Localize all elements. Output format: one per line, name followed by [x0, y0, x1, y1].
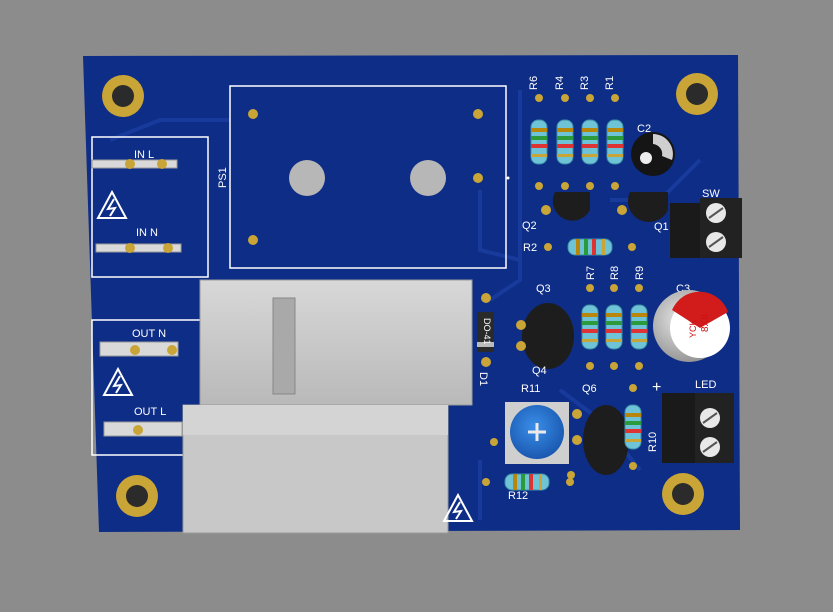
led-label: LED — [695, 379, 716, 391]
transistor-q2 — [541, 192, 590, 221]
mounting-hole — [102, 75, 144, 117]
input-terminal-outline — [91, 136, 209, 278]
d1-label: D1 — [477, 372, 489, 386]
r1-label: R1 — [604, 76, 616, 90]
faston-out-l — [103, 421, 183, 437]
r4-label: R4 — [554, 76, 566, 90]
terminal-block-sw — [670, 198, 742, 258]
r7-label: R7 — [585, 266, 597, 280]
r8-label: R8 — [609, 266, 621, 280]
resistor-r8 — [605, 284, 623, 370]
resistor-r3 — [581, 94, 599, 190]
out-l-label: OUT L — [134, 406, 166, 418]
ps1-hole — [410, 160, 446, 196]
resistor-r10 — [624, 384, 642, 470]
r10-label: R10 — [647, 432, 659, 452]
diode-d1 — [477, 293, 494, 367]
resistor-r4 — [556, 94, 574, 190]
ps1-label: PS1 — [217, 167, 229, 188]
terminal-block-led — [662, 393, 734, 463]
transistor-q3 — [516, 303, 574, 369]
in-n-label: IN N — [136, 227, 158, 239]
resistor-r2 — [544, 238, 636, 256]
r9-label: R9 — [634, 266, 646, 280]
transistor-q6 — [572, 405, 629, 475]
resistor-r9 — [630, 284, 648, 370]
resistor-r12 — [482, 473, 574, 491]
plus-sign: + — [652, 379, 661, 396]
q3-label: Q3 — [536, 283, 551, 295]
q1-label: Q1 — [654, 221, 669, 233]
relay — [182, 279, 473, 534]
trimmer-r11 — [490, 402, 575, 479]
resistor-r7 — [581, 284, 599, 370]
r12-label: R12 — [508, 490, 528, 502]
c2-label: C2 — [637, 123, 651, 135]
ps1-hole — [289, 160, 325, 196]
do41-label: DO-41 — [482, 318, 492, 345]
ps1-outline — [229, 85, 507, 269]
capacitor-c2 — [631, 132, 675, 176]
capacitor-c3 — [653, 290, 730, 362]
faston-in-n — [95, 243, 182, 253]
mounting-hole — [662, 473, 704, 515]
resistor-r1 — [606, 94, 624, 190]
q2-label: Q2 — [522, 220, 537, 232]
mounting-hole — [676, 73, 718, 115]
r6-label: R6 — [528, 76, 540, 90]
q6-label: Q6 — [582, 383, 597, 395]
sw-label: SW — [702, 188, 720, 200]
cap-text-1: 8X8 — [700, 314, 711, 332]
transistor-q1 — [617, 192, 668, 223]
r11-label: R11 — [521, 383, 540, 395]
q4-label: Q4 — [532, 365, 547, 377]
r2-label: R2 — [523, 242, 537, 254]
resistor-r6 — [530, 94, 548, 190]
cap-text-2: YCK — [688, 319, 698, 338]
r3-label: R3 — [579, 76, 591, 90]
in-l-label: IN L — [134, 149, 154, 161]
out-n-label: OUT N — [132, 328, 166, 340]
mounting-hole — [116, 475, 158, 517]
